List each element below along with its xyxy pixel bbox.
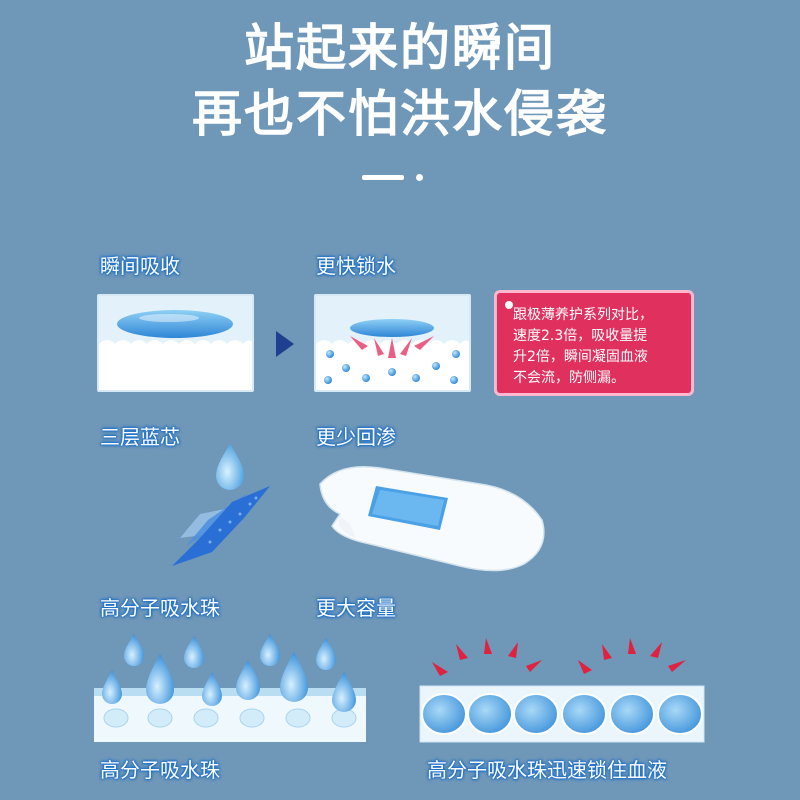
headline-line-1: 站起来的瞬间: [244, 19, 556, 77]
arrow-right-icon: [276, 331, 294, 357]
instant-absorb-panel: [97, 294, 254, 392]
instant-absorb-illustration: [99, 296, 252, 390]
divider-bar: [362, 175, 404, 180]
label-faster-lock: 更快锁水: [316, 254, 396, 278]
label-larger-capacity: 更大容量: [316, 596, 396, 620]
faster-lock-illustration: [316, 296, 469, 390]
liquid-blob: [117, 310, 233, 338]
divider-dot: [416, 174, 423, 181]
comparison-note: 跟极薄养护系列对比， 速度2.3倍，吸收量提 升2倍，瞬间凝固血液 不会流，防侧…: [494, 290, 694, 396]
sanitary-pad-illustration: [319, 465, 545, 572]
three-layer-core-illustration: [172, 444, 270, 566]
comparison-note-text: 跟极薄养护系列对比， 速度2.3倍，吸收量提 升2倍，瞬间凝固血液 不会流，防侧…: [513, 307, 653, 386]
gel-beads: [324, 350, 460, 384]
note-bullet-dot: [505, 301, 513, 309]
absorb-arrows: [350, 336, 434, 358]
label-polymer-lock-blood: 高分子吸水珠迅速锁住血液: [427, 758, 667, 782]
label-instant-absorb: 瞬间吸收: [100, 254, 180, 278]
label-three-layer-core: 三层蓝芯: [100, 425, 180, 449]
label-polymer-beads-bottom: 高分子吸水珠: [100, 758, 220, 782]
larger-capacity-illustration: [419, 638, 705, 743]
water-drop-icon: [216, 444, 244, 490]
headline-line-2: 再也不怕洪水侵袭: [192, 85, 608, 143]
pressure-arrows: [432, 638, 686, 676]
capacity-beads: [421, 693, 703, 735]
label-less-rewet: 更少回渗: [316, 425, 396, 449]
faster-lock-panel: [314, 294, 471, 392]
label-polymer-beads-top: 高分子吸水珠: [100, 596, 220, 620]
polymer-beads-drops-illustration: [94, 634, 366, 742]
